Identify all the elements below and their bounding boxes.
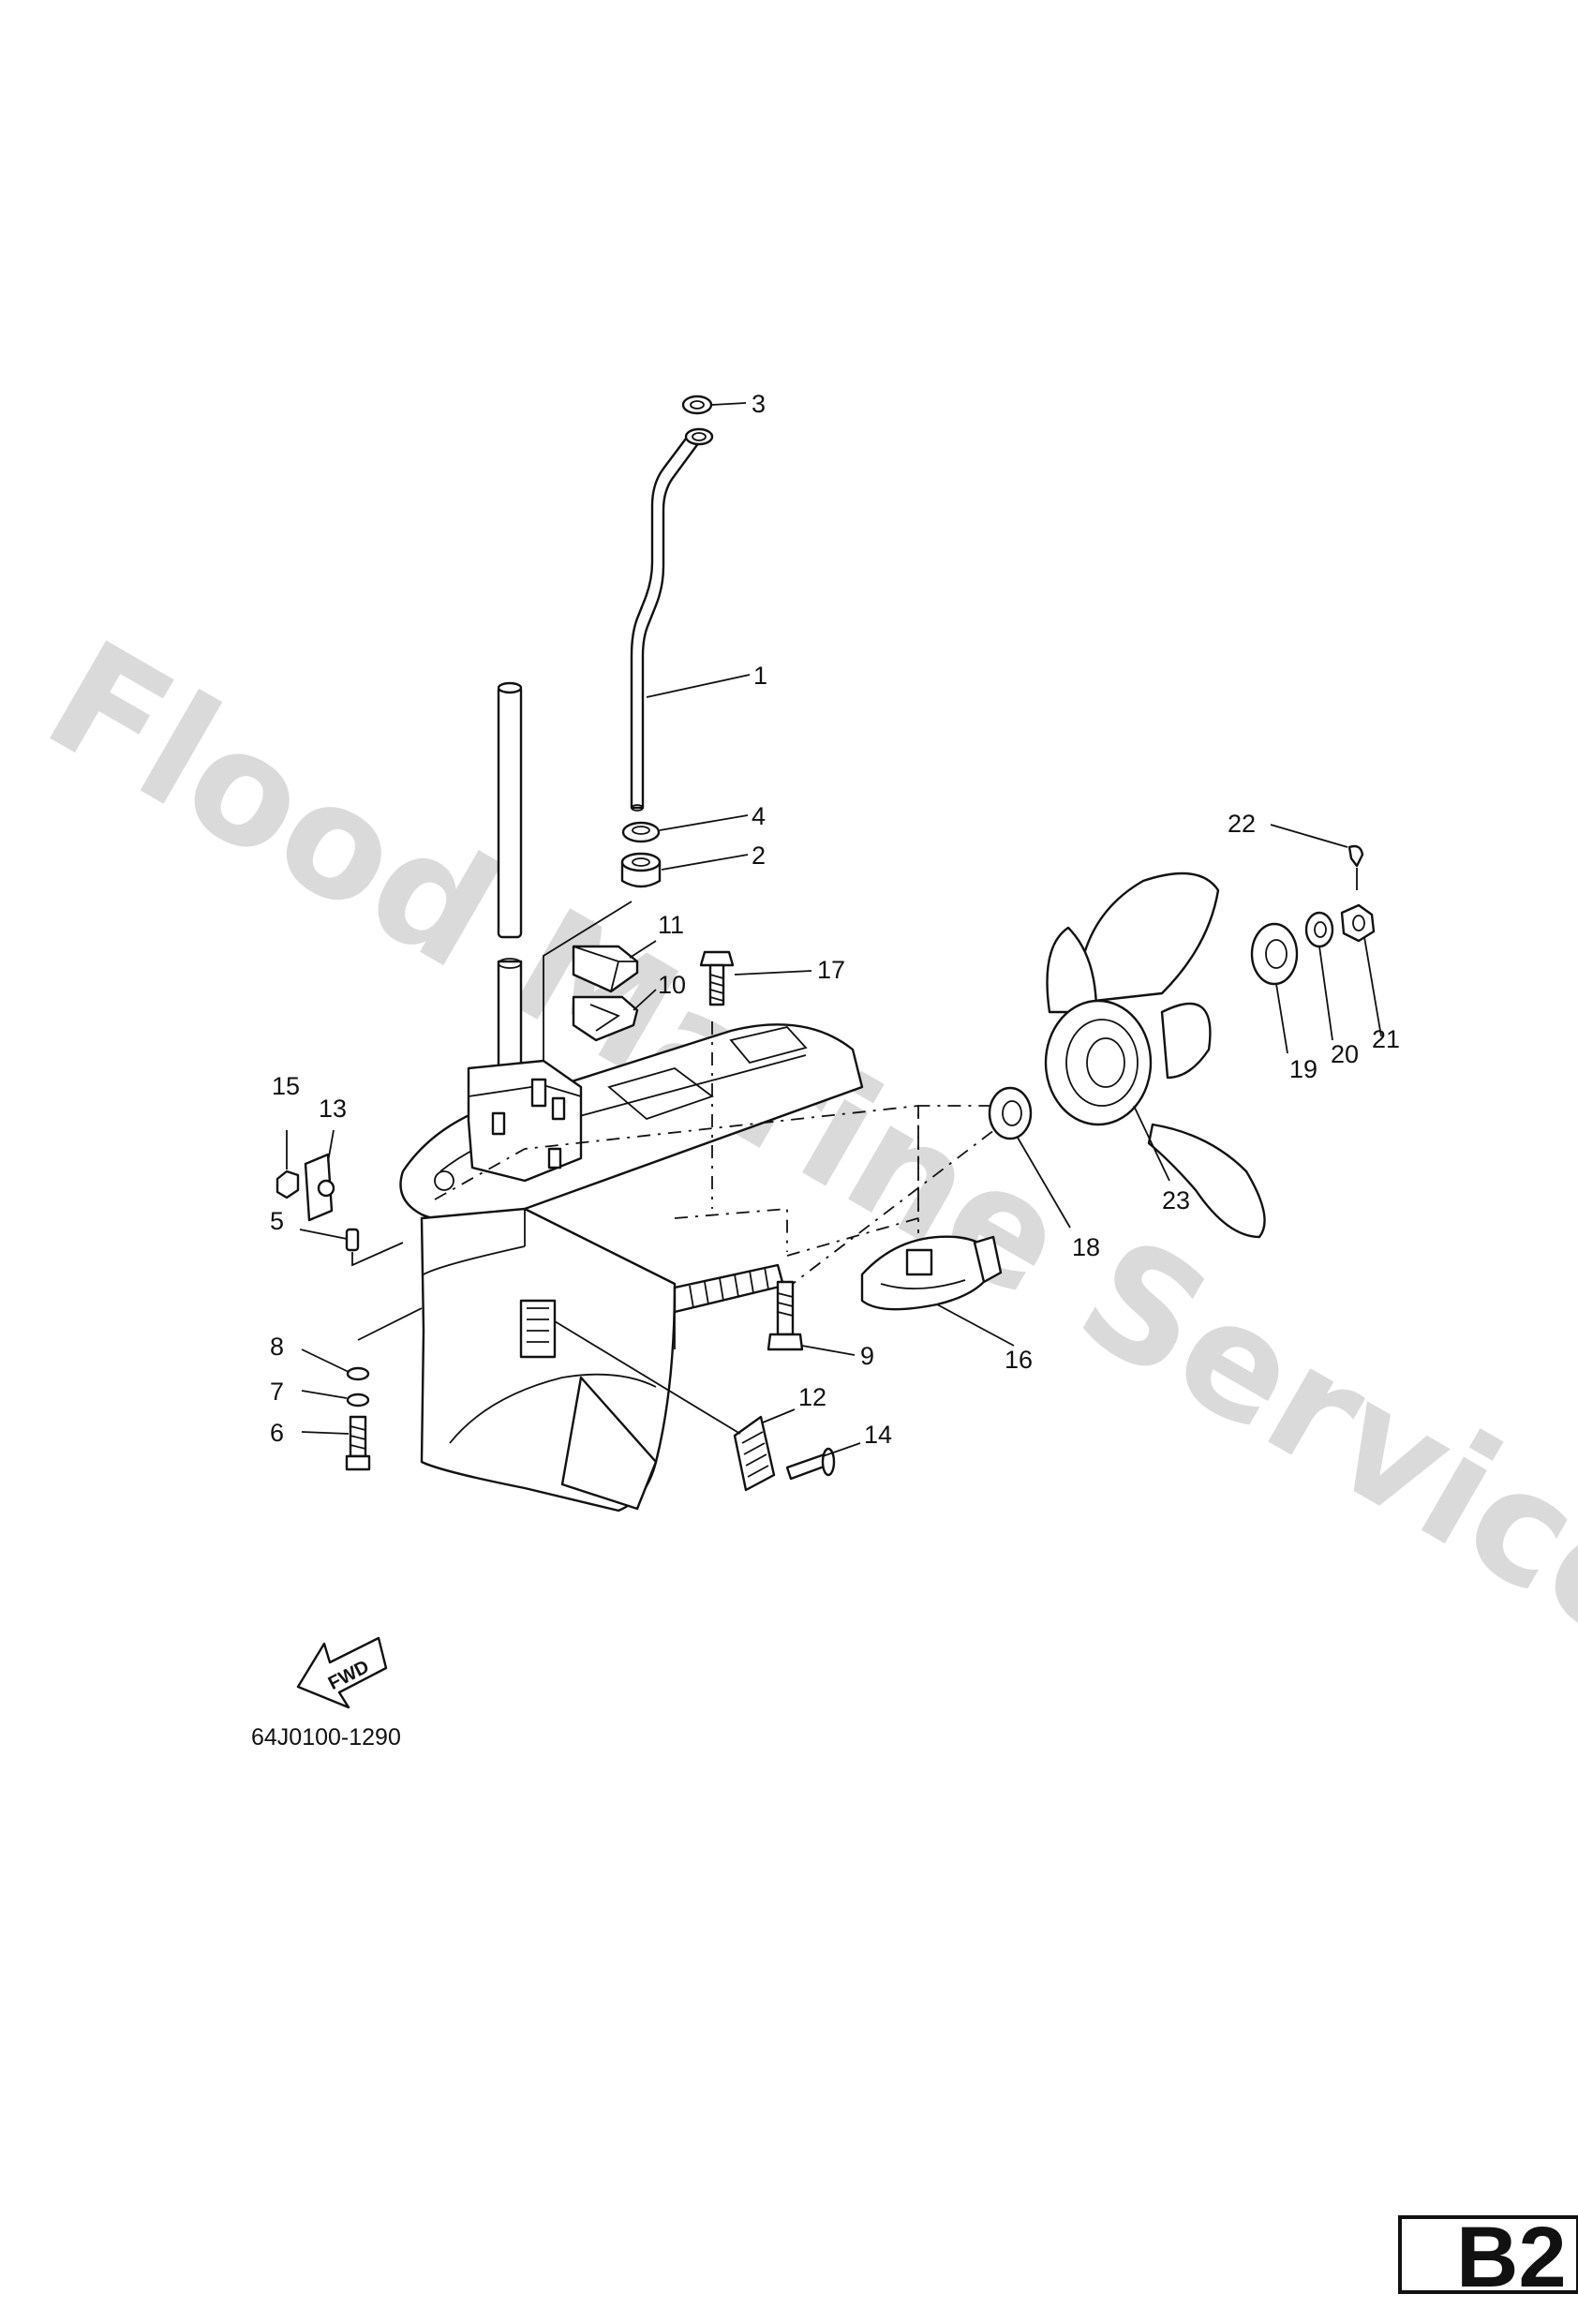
callout-17: 17 (817, 956, 845, 984)
part-8-washer[interactable] (346, 1307, 423, 1381)
callout-10: 10 (658, 971, 686, 999)
callout-22: 22 (1228, 810, 1256, 838)
callout-2: 2 (752, 842, 766, 870)
part-20-washer[interactable] (1304, 911, 1334, 948)
part-12-inlet-cover[interactable] (733, 1415, 776, 1492)
part-1-water-tube[interactable] (630, 427, 714, 812)
part-21-nut[interactable] (1340, 903, 1376, 943)
part-18-thrust-washer[interactable] (988, 1086, 1033, 1140)
callout-23: 23 (1162, 1186, 1190, 1214)
part-19-spacer[interactable] (1250, 922, 1299, 986)
callout-18: 18 (1072, 1233, 1100, 1261)
watermark: Flood Marine Services (20, 606, 1578, 1725)
callout-3: 3 (752, 390, 766, 418)
drawing-code: 64J0100-1290 (251, 1724, 401, 1750)
callout-16: 16 (1005, 1346, 1033, 1374)
callout-5: 5 (270, 1207, 284, 1235)
part-13-bracket[interactable] (304, 1153, 335, 1222)
part-4-grommet[interactable] (621, 821, 661, 843)
part-7-lock-washer[interactable] (346, 1393, 370, 1408)
part-5-dowel[interactable] (345, 1228, 404, 1267)
callout-15: 15 (272, 1072, 300, 1100)
part-9-bolt[interactable] (767, 1280, 804, 1351)
part-23-propeller[interactable] (1044, 872, 1266, 1239)
part-2-seal[interactable] (620, 852, 662, 888)
callout-9: 9 (860, 1342, 874, 1370)
callout-13: 13 (319, 1095, 347, 1123)
callout-11: 11 (658, 911, 684, 939)
callout-1: 1 (753, 662, 767, 690)
callout-12: 12 (798, 1383, 826, 1411)
part-3-washer[interactable] (681, 395, 713, 415)
callout-19: 19 (1289, 1055, 1317, 1083)
callout-labels: 3 1 4 2 11 10 17 15 13 5 8 7 6 9 12 14 1… (270, 390, 1400, 1449)
part-16-anode[interactable] (860, 1235, 1003, 1311)
callout-7: 7 (270, 1378, 284, 1406)
part-10-plate[interactable] (572, 995, 639, 1042)
fwd-arrow: FWD (296, 1636, 388, 1709)
part-15-nut[interactable] (275, 1169, 300, 1199)
part-6-bolt[interactable] (345, 1415, 371, 1471)
leader-lines (286, 402, 1382, 1457)
page-tag-box: B2 (1398, 2210, 1578, 2305)
callout-20: 20 (1331, 1040, 1359, 1068)
page-tag: B2 (1456, 2210, 1567, 2305)
callout-21: 21 (1372, 1025, 1400, 1053)
part-22-cotter-pin[interactable] (1347, 844, 1364, 890)
callout-6: 6 (270, 1419, 284, 1447)
lower-casing (399, 1023, 864, 1512)
callout-14: 14 (864, 1421, 892, 1449)
callout-4: 4 (752, 802, 766, 830)
part-14-screw[interactable] (785, 1447, 836, 1481)
part-11-rubber-seal[interactable] (572, 945, 639, 993)
part-17-bolt[interactable] (699, 950, 735, 1006)
callout-8: 8 (270, 1333, 284, 1361)
